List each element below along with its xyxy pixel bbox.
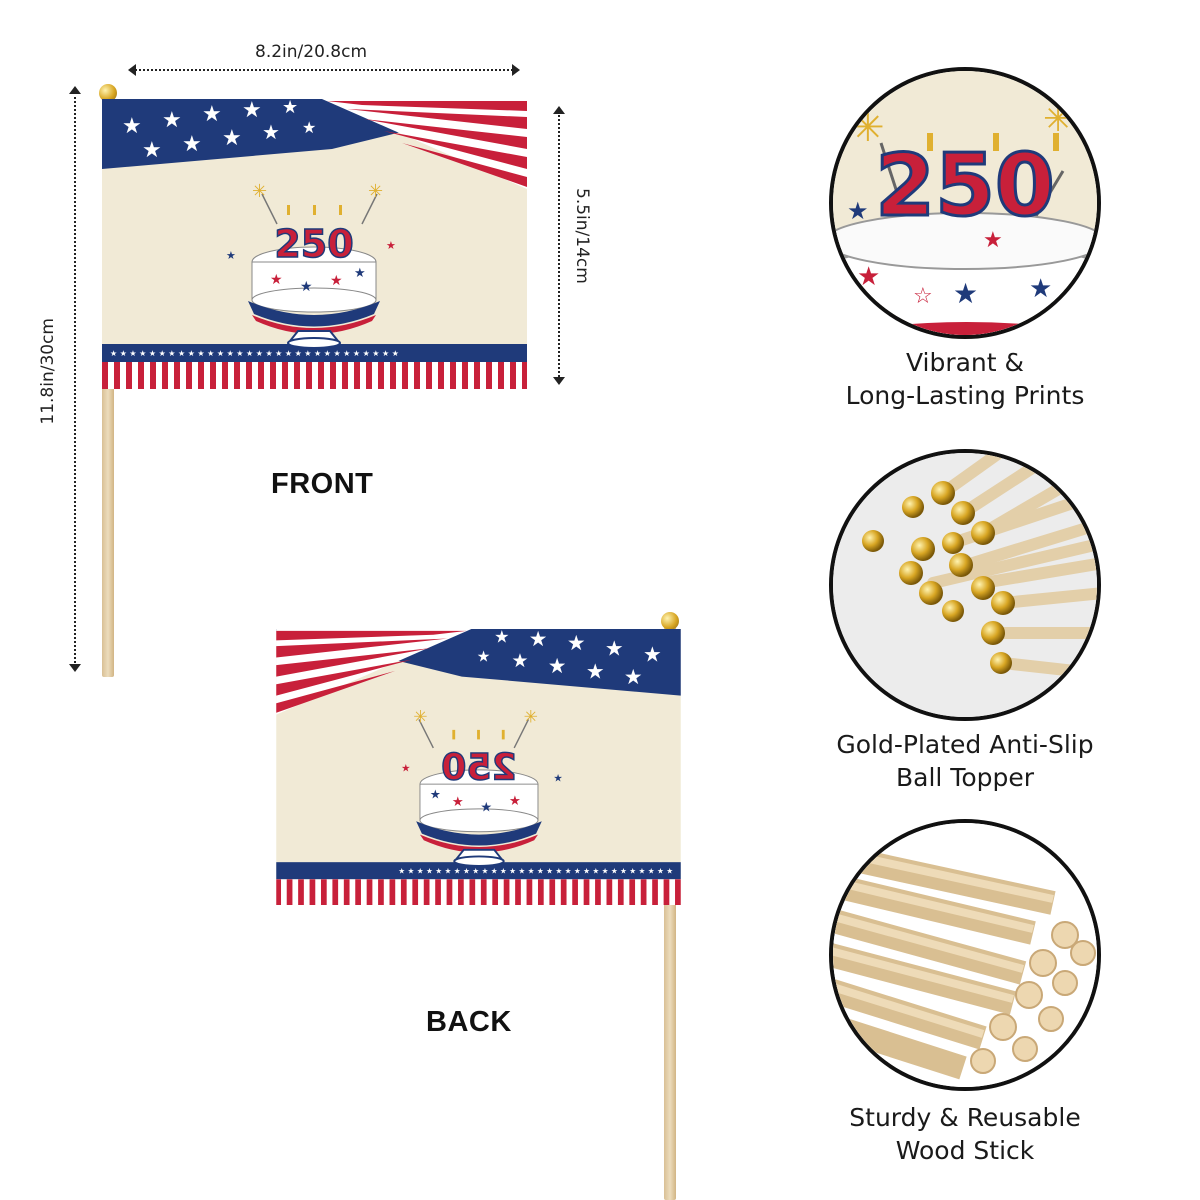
svg-text:★: ★	[983, 228, 1003, 253]
feature-caption-stick-line2: Wood Stick	[895, 1136, 1035, 1165]
width-arrow-right-icon	[512, 64, 520, 76]
back-flag-ball-topper	[661, 612, 679, 630]
front-flag-fabric	[102, 99, 527, 389]
cake-closeup-icon: ✳ ✳ 250 ★ ★ ★ ☆ ★ ★	[829, 67, 1101, 339]
cake-number-text: 250	[875, 136, 1055, 236]
front-label: FRONT	[271, 468, 374, 500]
feature-caption-prints-line2: Long-Lasting Prints	[845, 381, 1085, 410]
back-flag	[276, 612, 696, 1200]
svg-text:★: ★	[1029, 274, 1052, 304]
flag-height-arrow-top-icon	[553, 106, 565, 114]
svg-text:★: ★	[857, 262, 880, 292]
svg-text:★: ★	[847, 197, 869, 225]
feature-caption-topper-line1: Gold-Plated Anti-Slip	[836, 730, 1094, 759]
flag-height-dimension-line	[558, 112, 560, 380]
flag-height-arrow-bottom-icon	[553, 377, 565, 385]
front-flag	[96, 82, 536, 682]
width-arrow-left-icon	[128, 64, 136, 76]
total-height-dimension-line	[74, 92, 76, 667]
wood-stick-icon	[829, 819, 1101, 1091]
total-height-label: 11.8in/30cm	[38, 318, 58, 425]
feature-caption-stick-line1: Sturdy & Reusable	[849, 1103, 1081, 1132]
gold-ball-topper-icon	[829, 449, 1101, 721]
front-flag-ball-topper	[99, 84, 117, 102]
width-dimension-label: 8.2in/20.8cm	[255, 42, 368, 62]
width-dimension-line	[132, 69, 516, 71]
total-height-arrow-bottom-icon	[69, 664, 81, 672]
feature-caption-topper-line2: Ball Topper	[895, 763, 1035, 792]
feature-caption-prints: Vibrant & Long-Lasting Prints	[800, 346, 1130, 412]
total-height-arrow-top-icon	[69, 86, 81, 94]
back-label: BACK	[426, 1006, 512, 1038]
feature-caption-topper: Gold-Plated Anti-Slip Ball Topper	[800, 728, 1130, 794]
svg-text:☆: ☆	[913, 284, 933, 309]
feature-caption-stick: Sturdy & Reusable Wood Stick	[800, 1101, 1130, 1167]
feature-caption-prints-line1: Vibrant &	[905, 348, 1025, 377]
flag-height-label: 5.5in/14cm	[572, 188, 592, 284]
back-flag-fabric	[276, 629, 681, 905]
svg-text:★: ★	[953, 277, 978, 310]
